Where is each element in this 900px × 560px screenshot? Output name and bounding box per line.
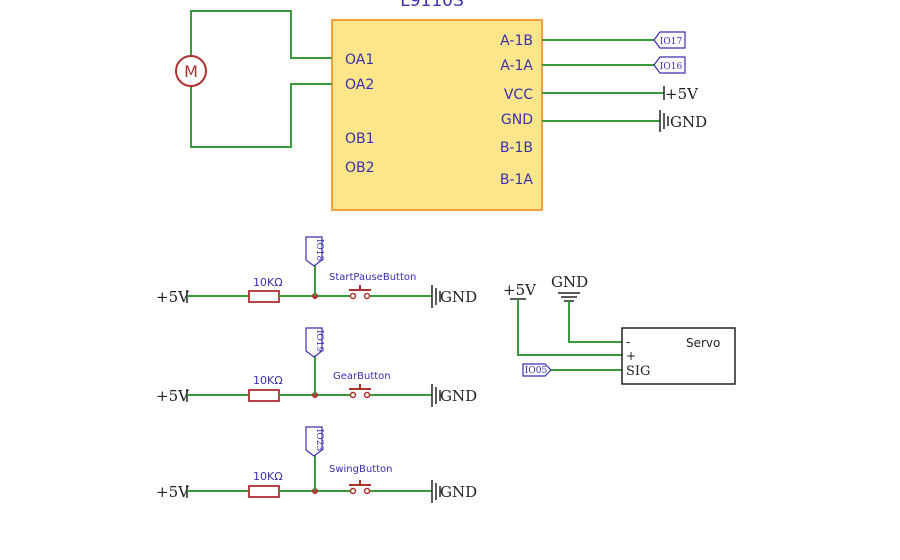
vcc-label-btn2: +5V [156, 387, 190, 405]
net-flag-io05 [522, 363, 552, 377]
resistor-1-label: 10KΩ [253, 276, 283, 289]
net-flag-io23-label: IO23 [314, 429, 324, 452]
net-flag-io18 [305, 236, 323, 267]
button-circuit-1: +5V 10KΩ IO18 StartPauseButton GND [156, 236, 477, 308]
button-2-label: GearButton [333, 371, 391, 382]
pin-oa2: OA2 [345, 77, 374, 93]
pin-gnd: GND [501, 112, 533, 128]
wire-motor-oa2 [190, 83, 332, 148]
wire-servo-minus [568, 301, 622, 343]
net-flag-io16-label: IO16 [660, 62, 683, 72]
pin-b1b: B-1B [500, 140, 533, 156]
vcc-label-btn1: +5V [156, 288, 190, 306]
pin-b1a: B-1A [500, 172, 534, 188]
servo-pin-plus: + [626, 349, 636, 363]
servo-circuit: +5V GND IO05 Servo - + SIG [503, 273, 736, 385]
net-flag-io18-label: IO18 [314, 239, 324, 262]
servo-pin-minus: - [626, 335, 630, 349]
motor-circle [175, 55, 207, 87]
motor-label: M [184, 62, 198, 81]
servo-pin-sig: SIG [626, 364, 650, 379]
pin-vcc: VCC [504, 87, 533, 103]
servo-title: Servo [686, 336, 720, 350]
gnd-label-driver: GND [670, 113, 707, 131]
gnd-label-btn1: GND [440, 288, 477, 306]
vcc-symbol-driver: +5V [663, 85, 699, 103]
servo-body [621, 327, 736, 385]
button-1-label: StartPauseButton [329, 272, 416, 283]
vcc-label-driver: +5V [665, 85, 699, 103]
pin-a1a: A-1A [500, 58, 533, 74]
resistor-3 [248, 485, 280, 498]
vcc-label-btn3: +5V [156, 483, 190, 501]
chip-body [331, 19, 543, 211]
resistor-1 [248, 290, 280, 303]
gnd-symbol-driver: GND [659, 110, 707, 132]
pin-a1b: A-1B [500, 33, 533, 49]
motor-symbol: M [175, 55, 207, 87]
resistor-2 [248, 389, 280, 402]
gnd-label-servo: GND [551, 273, 588, 291]
button-3-label: SwingButton [329, 464, 393, 475]
vcc-label-servo: +5V [503, 281, 537, 299]
resistor-3-label: 10KΩ [253, 470, 283, 483]
net-flag-io17: IO17 [653, 31, 686, 49]
net-flag-io19 [305, 327, 323, 358]
pin-ob2: OB2 [345, 160, 375, 176]
gnd-label-btn2: GND [440, 387, 477, 405]
net-flag-io16: IO16 [653, 56, 686, 74]
chip-title: L9110S [400, 0, 464, 11]
net-flag-io17-label: IO17 [660, 37, 683, 47]
gnd-label-btn3: GND [440, 483, 477, 501]
resistor-2-label: 10KΩ [253, 374, 283, 387]
wire-motor-oa1 [190, 10, 332, 59]
net-flag-io05-label: IO05 [525, 366, 548, 376]
pin-ob1: OB1 [345, 131, 375, 147]
button-circuit-3: +5V 10KΩ IO23 SwingButton GND [156, 426, 477, 503]
wire-servo-plus [517, 299, 622, 356]
button-circuit-2: +5V 10KΩ IO19 GearButton GND [156, 327, 477, 407]
net-flag-io23 [305, 426, 323, 457]
net-flag-io19-label: IO19 [314, 330, 324, 353]
motor-driver-chip: L9110S OA1 OA2 OB1 OB2 A-1B A-1A VCC GND… [331, 0, 543, 211]
pin-oa1: OA1 [345, 52, 374, 68]
